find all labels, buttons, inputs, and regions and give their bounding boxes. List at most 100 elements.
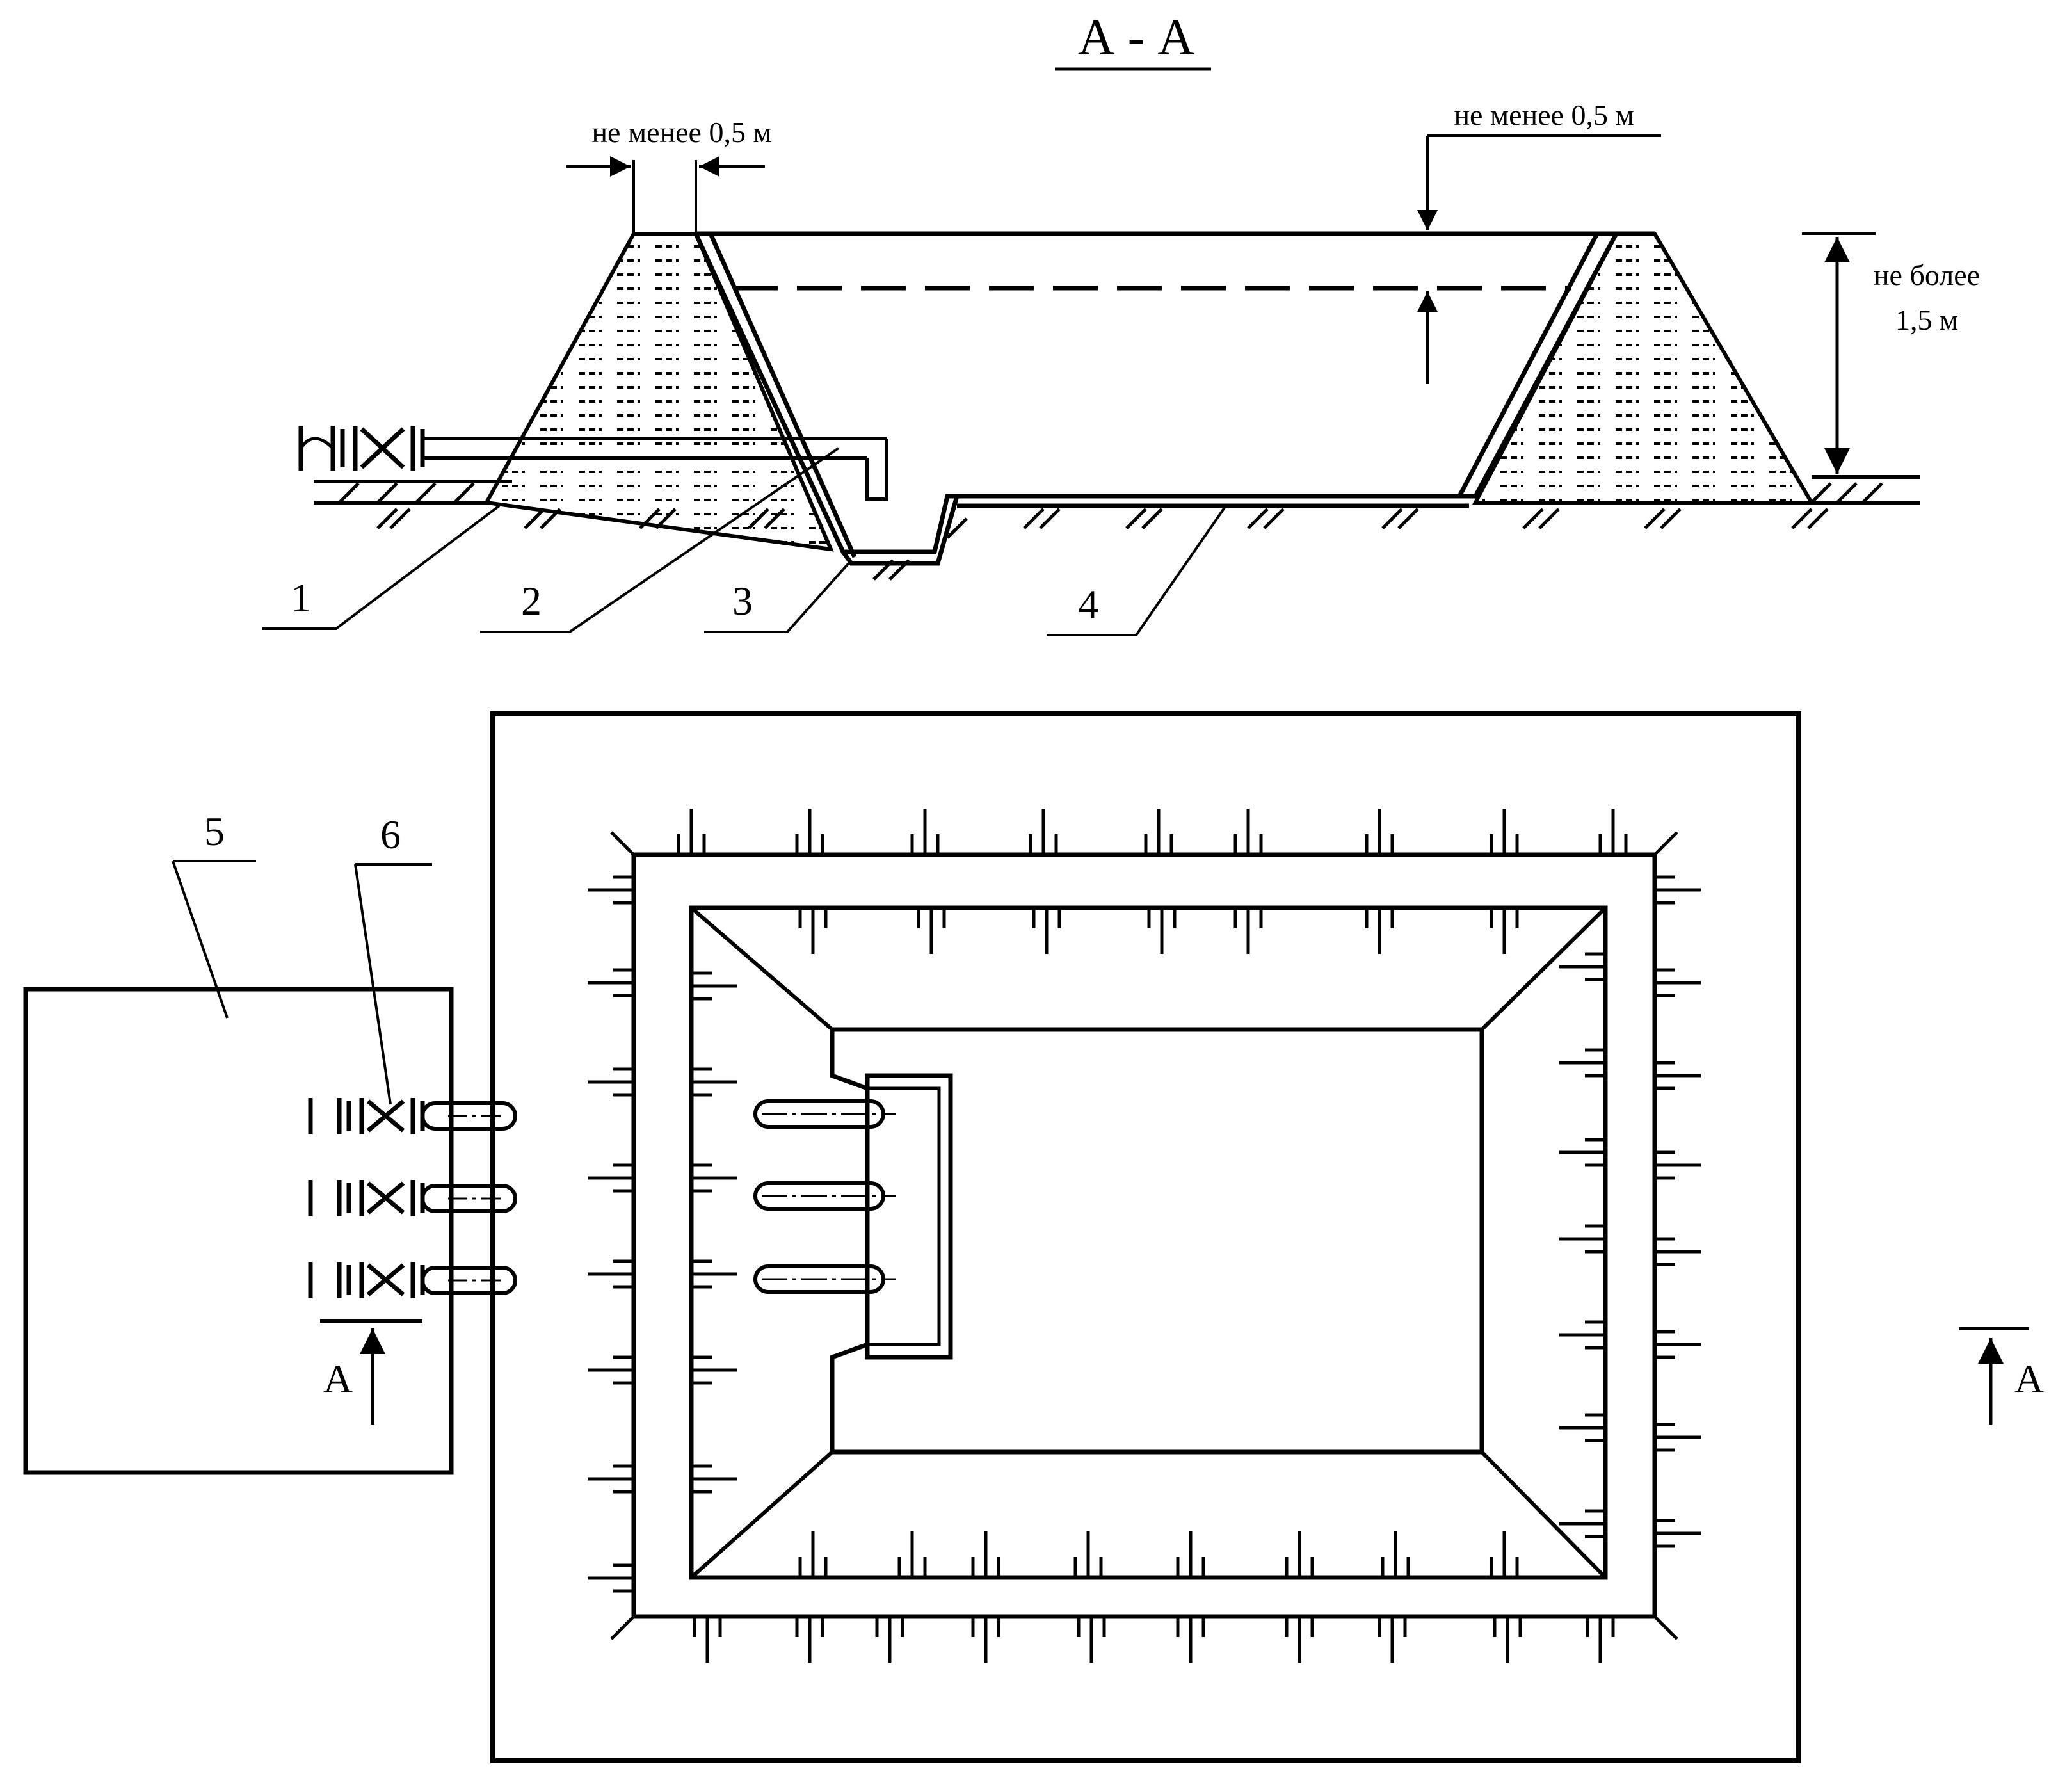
sump-pit <box>841 496 960 566</box>
slope-tick <box>1176 1618 1205 1663</box>
slope-tick <box>1490 1531 1519 1576</box>
discharge-pipes <box>421 1101 517 1295</box>
slope-tick <box>588 1464 632 1494</box>
slope-tick <box>693 1355 737 1385</box>
slope-ticks <box>588 809 1701 1663</box>
callout-5: 5 <box>172 809 256 1019</box>
left-embankment <box>483 232 834 552</box>
slope-tick <box>1381 1531 1410 1576</box>
embankment-crest <box>631 852 1657 1619</box>
slope-tick <box>1559 1138 1604 1167</box>
slope-tick <box>1656 1237 1701 1266</box>
slope-tick <box>1656 1061 1701 1090</box>
pond-lining-left <box>693 232 1619 554</box>
slope-tick <box>693 971 737 1001</box>
slope-tick <box>795 1618 824 1663</box>
inlet-pipe <box>422 436 888 501</box>
slope-edges <box>690 906 1607 1579</box>
slope-tick <box>588 968 632 997</box>
slope-tick <box>588 1355 632 1385</box>
svg-text:5: 5 <box>204 809 225 854</box>
slope-tick <box>1378 1618 1407 1663</box>
slope-tick <box>1586 1618 1615 1663</box>
sump-plan <box>865 1073 953 1360</box>
pump-house <box>23 987 454 1475</box>
slope-tick <box>795 809 824 853</box>
svg-text:А: А <box>323 1356 353 1401</box>
slope-tick <box>917 909 946 954</box>
slope-tick <box>1147 909 1177 954</box>
slope-tick <box>1559 1413 1604 1442</box>
slope-tick <box>1144 809 1173 853</box>
slope-tick <box>588 1563 632 1593</box>
section-title-text: А - А <box>1078 10 1194 66</box>
slope-tick <box>897 1531 927 1576</box>
slope-tick <box>1233 809 1263 853</box>
site-boundary <box>490 711 1801 1763</box>
svg-text:А: А <box>2014 1356 2044 1401</box>
section-title: А - А <box>1055 10 1211 71</box>
valve-icon <box>308 1098 425 1298</box>
slope-tick <box>1656 1330 1701 1359</box>
slope-tick <box>1032 909 1061 954</box>
slope-tick <box>588 1259 632 1289</box>
slope-tick <box>1233 909 1263 954</box>
height-label-line1: не более <box>1874 259 1980 291</box>
slope-tick <box>1490 809 1519 853</box>
slope-tick <box>693 1259 737 1289</box>
slope-tick <box>1559 1509 1604 1538</box>
slope-tick <box>1073 1531 1103 1576</box>
callout-3: 3 <box>704 559 853 633</box>
slope-tick <box>1365 909 1394 954</box>
pond-pipe-ends <box>753 1099 896 1294</box>
slope-tick <box>1656 1150 1701 1180</box>
slope-tick <box>693 1618 722 1663</box>
slope-tick <box>1656 1519 1701 1548</box>
slope-tick <box>1656 875 1701 905</box>
slope-tick <box>588 875 632 905</box>
slope-tick <box>1176 1531 1205 1576</box>
slope-tick <box>1493 1618 1522 1663</box>
cross-section: не менее 0,5 м не менее 0,5 м не более 1… <box>262 99 1980 636</box>
callout-2: 2 <box>480 447 840 633</box>
freeboard-label: не менее 0,5 м <box>1454 99 1634 131</box>
pond-bottom-outline <box>830 1027 1484 1455</box>
svg-text:6: 6 <box>380 812 401 857</box>
slope-tick <box>1365 809 1394 853</box>
slope-tick <box>1490 909 1519 954</box>
slope-tick <box>588 1163 632 1193</box>
slope-marks <box>610 831 1678 1640</box>
section-mark-right: А <box>1959 1327 2044 1425</box>
svg-text:4: 4 <box>1078 581 1098 627</box>
pond-top-edge <box>689 905 1608 1580</box>
slope-tick <box>677 809 706 853</box>
slope-tick <box>971 1618 1000 1663</box>
svg-text:1: 1 <box>291 575 311 620</box>
callout-1: 1 <box>262 505 501 630</box>
callout-4: 4 <box>1047 505 1227 636</box>
height-label-line2: 1,5 м <box>1895 303 1958 336</box>
slope-tick <box>693 1464 737 1494</box>
slope-tick <box>1559 1048 1604 1078</box>
slope-tick <box>693 1067 737 1097</box>
plan-view: 5 6 А А <box>23 711 2044 1763</box>
slope-tick <box>1029 809 1058 853</box>
crest-width-label: не менее 0,5 м <box>591 116 771 149</box>
slope-tick <box>588 1067 632 1097</box>
freeboard-dimension: не менее 0,5 м <box>1417 99 1661 384</box>
ground-hatching <box>338 482 1883 581</box>
slope-tick <box>971 1531 1000 1576</box>
svg-text:2: 2 <box>521 578 542 624</box>
svg-text:3: 3 <box>732 578 753 624</box>
pond-lining-right-inner <box>1457 232 1600 497</box>
slope-tick <box>1559 952 1604 981</box>
section-mark-left: А <box>320 1319 422 1425</box>
section-valve-icon <box>298 426 425 471</box>
slope-tick <box>1285 1531 1314 1576</box>
slope-tick <box>1559 1224 1604 1254</box>
callout-6: 6 <box>354 812 432 1105</box>
slope-tick <box>1077 1618 1106 1663</box>
height-dimension: не более 1,5 м <box>1802 232 1980 474</box>
slope-tick <box>875 1618 904 1663</box>
slope-tick <box>798 909 828 954</box>
